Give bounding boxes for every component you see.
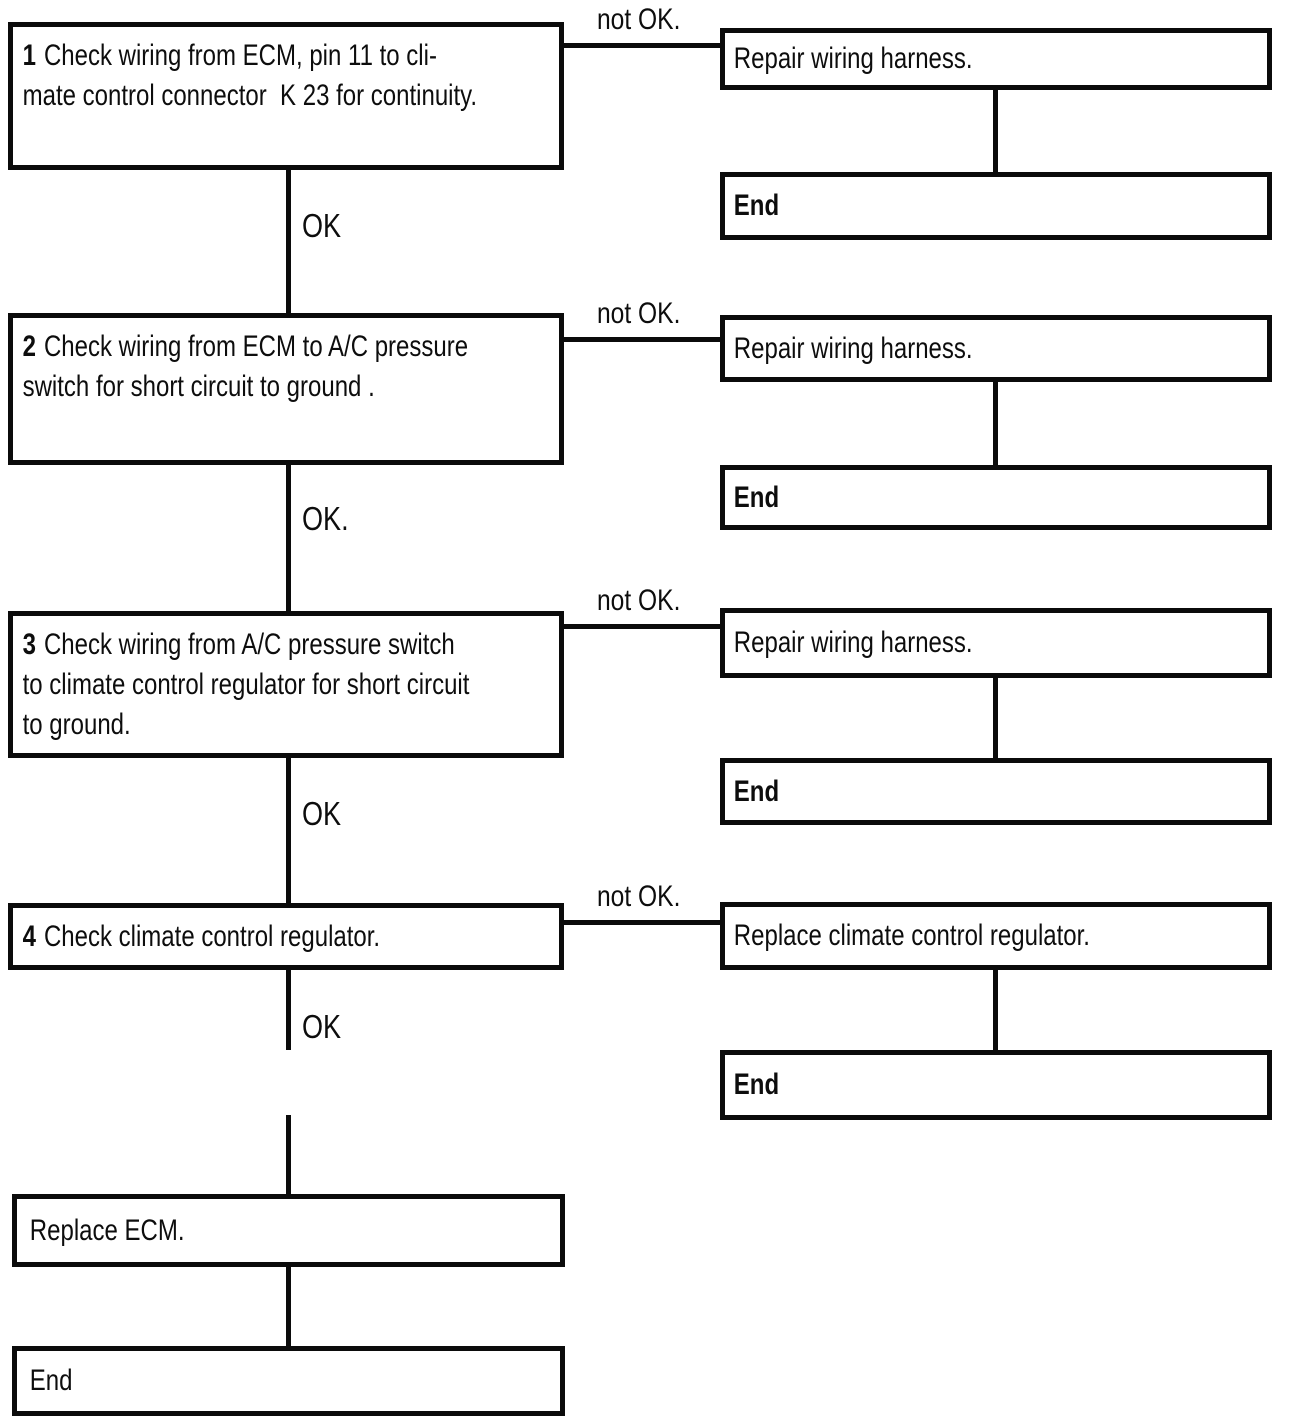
step-3-line-1: Check wiring from A/C pressure switch — [43, 628, 455, 661]
ok-connector-3 — [286, 756, 291, 905]
step-3-line-3: to ground. — [22, 708, 131, 741]
end-text-1: End — [733, 189, 780, 222]
step-2-line-1: Check wiring from ECM to A/C pressure — [43, 330, 469, 363]
step-1-number: 1 — [22, 39, 36, 72]
ok-label-3: OK — [302, 795, 342, 832]
ok-connector-4-lower — [286, 1115, 291, 1196]
step-2-line-2: switch for short circuit to ground . — [22, 370, 375, 403]
repair-action-text-3: Repair wiring harness. — [733, 626, 973, 659]
step-3-number: 3 — [22, 628, 36, 661]
end-text-2: End — [733, 480, 780, 514]
replace-ecm-text: Replace ECM. — [29, 1213, 185, 1247]
not-ok-connector-3 — [560, 624, 724, 629]
ok-label-2: OK. — [302, 500, 349, 537]
ok-connector-1 — [286, 168, 291, 315]
repair-action-text-2: Repair wiring harness. — [733, 331, 973, 365]
end-text-4: End — [733, 1068, 780, 1101]
end-box-1: End — [720, 172, 1272, 240]
repair-to-end-connector-4 — [993, 968, 998, 1052]
repair-action-box-1: Repair wiring harness. — [720, 28, 1272, 90]
end-box-3: End — [720, 758, 1272, 825]
ok-label-4: OK — [302, 1008, 342, 1045]
step-1-line-1: Check wiring from ECM, pin 11 to cli- — [43, 39, 437, 72]
final-end-box: End — [12, 1346, 565, 1416]
end-box-4: End — [720, 1050, 1272, 1120]
repair-action-box-2: Repair wiring harness. — [720, 315, 1272, 382]
replace-regulator-text: Replace climate control regulator. — [733, 919, 1090, 952]
ok-connector-4-upper — [286, 968, 291, 1050]
not-ok-connector-1 — [560, 43, 724, 48]
end-text-3: End — [733, 774, 780, 808]
end-box-2: End — [720, 465, 1272, 530]
not-ok-label-1: not OK. — [597, 3, 681, 36]
ok-connector-2 — [286, 463, 291, 613]
repair-action-box-3: Repair wiring harness. — [720, 608, 1272, 678]
replace-ecm-box: Replace ECM. — [12, 1194, 565, 1267]
step-4-number: 4 — [22, 919, 36, 953]
repair-to-end-connector-1 — [993, 88, 998, 174]
repair-action-text-1: Repair wiring harness. — [733, 42, 973, 75]
not-ok-connector-2 — [560, 337, 724, 342]
step-3-line-2: to climate control regulator for short c… — [22, 668, 470, 701]
final-end-text: End — [29, 1364, 73, 1397]
not-ok-label-4: not OK. — [597, 880, 681, 913]
repair-to-end-connector-3 — [993, 676, 998, 760]
step-1-line-2: mate control connector K 23 for continui… — [22, 79, 478, 112]
step-2-number: 2 — [22, 330, 36, 363]
repair-to-end-connector-2 — [993, 380, 998, 467]
step-4-line-1: Check climate control regulator. — [43, 919, 381, 953]
not-ok-connector-4 — [560, 920, 724, 925]
not-ok-label-3: not OK. — [597, 584, 681, 617]
replace-regulator-box: Replace climate control regulator. — [720, 902, 1272, 970]
not-ok-label-2: not OK. — [597, 297, 681, 330]
ok-label-1: OK — [302, 207, 342, 244]
final-end-connector — [286, 1265, 291, 1348]
